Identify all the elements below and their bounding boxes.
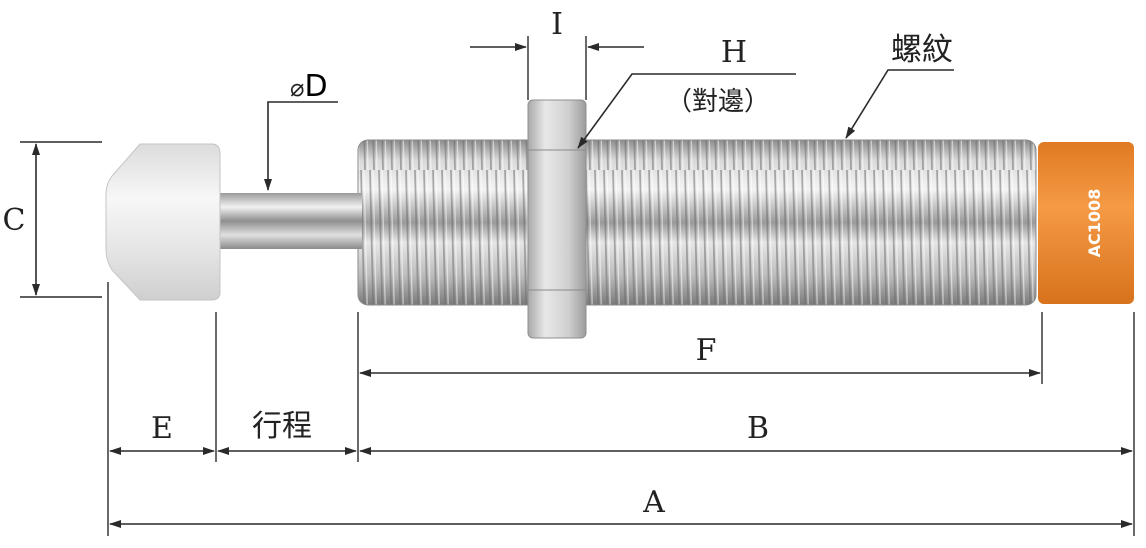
- piston-rod: [212, 193, 362, 249]
- label-f: F: [696, 333, 717, 368]
- hex-nut: [527, 99, 587, 339]
- leader-line-phi-d: [264, 101, 338, 191]
- label-b: B: [747, 411, 769, 446]
- phi-symbol: ⌀: [290, 74, 304, 102]
- extension-lines: [20, 36, 1135, 536]
- label-stroke: 行程: [252, 409, 312, 444]
- model-label-band: AC1008: [1038, 142, 1134, 304]
- phi-d-letter: D: [304, 69, 327, 104]
- label-e: E: [151, 411, 173, 446]
- leader-line-thread: [845, 69, 954, 139]
- label-i: I: [551, 7, 563, 42]
- label-h: H: [721, 35, 747, 70]
- label-thread: 螺紋: [891, 32, 953, 68]
- label-c: C: [3, 203, 26, 238]
- leader-line-h: [577, 73, 796, 149]
- model-label-text: AC1008: [1085, 189, 1104, 258]
- label-phi-d: ⌀D: [290, 69, 328, 104]
- end-cap: [105, 143, 221, 301]
- label-h-sub: （對邊）: [666, 87, 770, 117]
- threaded-body: [357, 139, 1037, 306]
- label-a: A: [642, 485, 665, 520]
